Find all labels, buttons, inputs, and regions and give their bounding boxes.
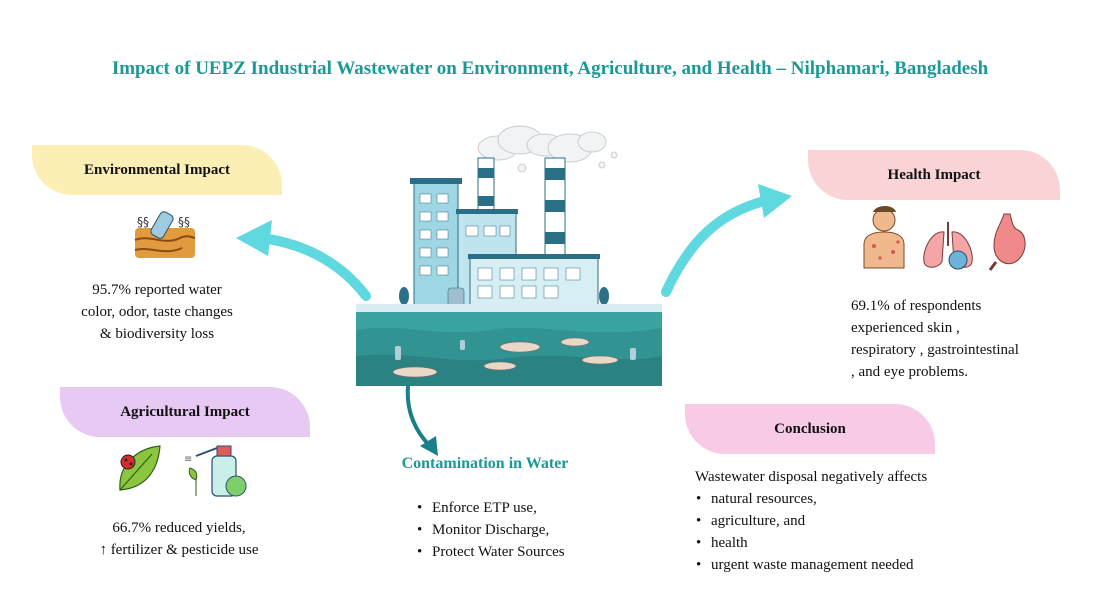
text-line: 66.7% reduced yields, (112, 520, 246, 536)
conclusion-intro: Wastewater disposal negatively affects (695, 469, 928, 485)
page-title: Impact of UEPZ Industrial Wastewater on … (111, 58, 989, 79)
agricultural-impact-text: 66.7% reduced yields, ↑ fertilizer & pes… (74, 517, 284, 561)
leaf-pest-icon (119, 445, 161, 491)
agricultural-impact-heading: Agricultural Impact (120, 403, 250, 420)
arrow-to-contamination (405, 384, 438, 456)
text-line: & biodiversity loss (99, 326, 215, 342)
text-line: experienced skin , (851, 320, 960, 336)
skin-rash-icon (863, 206, 905, 269)
health-impact-banner: Health Impact (808, 150, 1060, 200)
environmental-impact-banner: Environmental Impact (32, 145, 282, 195)
list-item: Monitor Discharge, (417, 519, 587, 541)
health-impact-text: 69.1% of respondents experienced skin , … (851, 295, 1056, 383)
agricultural-impact-banner: Agricultural Impact (60, 387, 310, 437)
list-item: Enforce ETP use, (417, 497, 587, 519)
list-item: agriculture, and (696, 510, 996, 532)
sprayer-icon: ≡ (184, 445, 247, 497)
polluted-soil-icon: §§ §§ (134, 211, 196, 258)
contamination-heading: Contamination in Water (401, 455, 569, 472)
svg-text:§§: §§ (178, 215, 190, 229)
contamination-list: Enforce ETP use, Monitor Discharge, Prot… (417, 497, 587, 563)
lungs-icon (923, 222, 973, 270)
text-line: 95.7% reported water (92, 282, 222, 298)
text-line: ↑ fertilizer & pesticide use (99, 542, 259, 558)
svg-text:§§: §§ (137, 215, 149, 229)
factory-illustration (356, 125, 662, 386)
list-item: health (696, 532, 996, 554)
text-line: , and eye problems. (851, 364, 969, 380)
text-line: respiratory , gastrointestinal (851, 342, 1019, 358)
arrow-to-environment (236, 220, 371, 301)
arrow-to-health (661, 184, 792, 297)
svg-text:≡: ≡ (184, 454, 192, 465)
list-item: urgent waste management needed (696, 554, 996, 576)
text-line: 69.1% of respondents (851, 298, 982, 314)
conclusion-heading: Conclusion (774, 420, 846, 437)
list-item: Protect Water Sources (417, 541, 587, 563)
text-line: color, odor, taste changes (81, 304, 233, 320)
list-item: natural resources, (696, 488, 996, 510)
smoke-clouds (477, 125, 618, 173)
conclusion-list: natural resources, agriculture, and heal… (696, 488, 996, 576)
conclusion-banner: Conclusion (685, 404, 935, 454)
environmental-impact-heading: Environmental Impact (84, 161, 230, 178)
stomach-icon (988, 213, 1026, 271)
environmental-impact-text: 95.7% reported water color, odor, taste … (52, 279, 262, 345)
health-impact-heading: Health Impact (887, 166, 981, 183)
